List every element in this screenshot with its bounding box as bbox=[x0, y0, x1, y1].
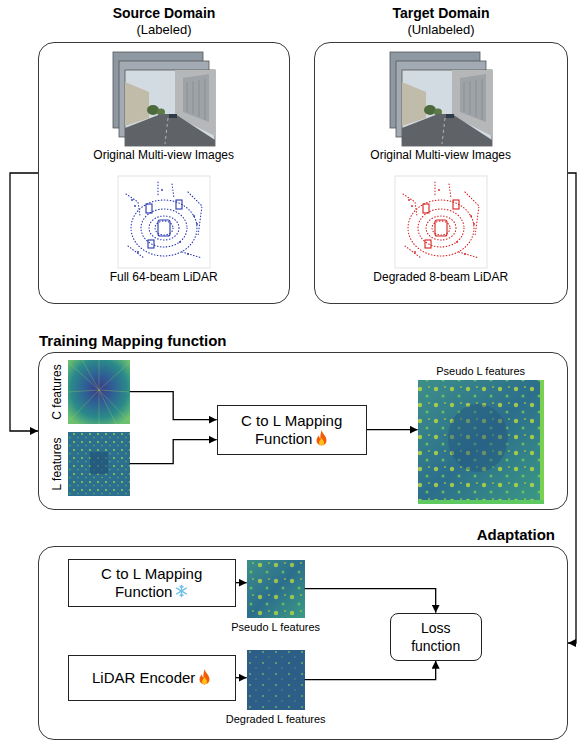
feature-map: Pseudo L features bbox=[247, 560, 305, 618]
caption-holder: Original Multi-view Images bbox=[370, 149, 511, 163]
mapping-box: C to L Mapping Function bbox=[68, 559, 236, 607]
image-stack: Original Multi-view Images bbox=[390, 52, 492, 146]
panel-heading: Training Mapping function bbox=[39, 332, 226, 350]
pseudo-feature-map bbox=[418, 380, 544, 504]
flow-arrow bbox=[236, 677, 247, 678]
encoder-box: LiDAR Encoder bbox=[68, 655, 236, 701]
box-content: LiDAR Encoder bbox=[92, 669, 211, 687]
image-caption: L features bbox=[50, 437, 64, 490]
flame-icon bbox=[315, 430, 328, 446]
domain-panel: Source Domain(Labeled)Original Multi-vie… bbox=[38, 42, 290, 304]
caption-holder: Degraded L features bbox=[226, 713, 326, 726]
image-caption: Degraded 8-beam LiDAR bbox=[373, 270, 508, 284]
mapping-box: C to L Mapping Function bbox=[217, 405, 367, 455]
image-caption: Pseudo L features bbox=[231, 621, 320, 633]
panel-subtitle: (Labeled) bbox=[39, 22, 289, 38]
box-content: C to L Mapping Function bbox=[226, 412, 358, 448]
loss-box: Loss function bbox=[390, 613, 482, 661]
feature-map: L features bbox=[68, 432, 130, 496]
caption-holder: Full 64-beam LiDAR bbox=[110, 271, 218, 285]
flow-arrow bbox=[305, 589, 436, 613]
flow-arrow bbox=[10, 173, 38, 431]
caption-holder: Degraded 8-beam LiDAR bbox=[373, 271, 508, 285]
box-label: LiDAR Encoder bbox=[92, 669, 195, 686]
lidar-feature-map bbox=[68, 432, 130, 496]
caption-holder: L features bbox=[51, 437, 65, 490]
panel-heading: Adaptation bbox=[477, 526, 555, 544]
image-caption: Pseudo L features bbox=[436, 365, 525, 377]
flow-arrow bbox=[305, 661, 436, 680]
box-label: C to L Mapping Function bbox=[241, 412, 342, 447]
caption-holder: C features bbox=[51, 364, 65, 419]
stage-panel: AdaptationC to L Mapping FunctionPseudo … bbox=[38, 546, 568, 740]
lidar-scan-full bbox=[118, 176, 210, 268]
camera-image-stack bbox=[390, 52, 492, 146]
panel-title: Source Domain bbox=[39, 5, 289, 22]
image-caption: Original Multi-view Images bbox=[93, 148, 234, 162]
feature-map: Pseudo L features bbox=[418, 380, 544, 504]
box-label: C to L Mapping Function bbox=[101, 565, 202, 600]
camera-image-stack bbox=[113, 52, 215, 146]
image-caption: C features bbox=[50, 364, 64, 419]
flow-arrow bbox=[367, 429, 418, 430]
panel-title: Training Mapping function bbox=[39, 332, 226, 350]
panel-heading: Source Domain(Labeled) bbox=[39, 5, 289, 38]
camera-feature-map bbox=[68, 360, 130, 424]
stage-panel: Training Mapping functionC featuresL fea… bbox=[38, 352, 568, 510]
degraded-feature-map bbox=[247, 650, 305, 710]
lidar-scan: Degraded 8-beam LiDAR bbox=[395, 176, 487, 268]
caption-holder: Original Multi-view Images bbox=[93, 149, 234, 163]
snow-icon bbox=[175, 583, 188, 599]
panel-subtitle: (Unlabeled) bbox=[315, 22, 567, 38]
image-caption: Original Multi-view Images bbox=[370, 148, 511, 162]
flow-arrow bbox=[130, 392, 217, 420]
caption-holder: Pseudo L features bbox=[231, 621, 320, 634]
pseudo-feature-map bbox=[247, 560, 305, 618]
box-content: C to L Mapping Function bbox=[77, 565, 227, 601]
panel-heading: Target Domain(Unlabeled) bbox=[315, 5, 567, 38]
box-label: Loss function bbox=[411, 620, 460, 654]
image-stack: Original Multi-view Images bbox=[113, 52, 215, 146]
flow-arrow bbox=[130, 440, 217, 464]
lidar-scan: Full 64-beam LiDAR bbox=[118, 176, 210, 268]
lidar-scan-degraded bbox=[395, 176, 487, 268]
flow-arrow bbox=[568, 173, 576, 643]
image-caption: Full 64-beam LiDAR bbox=[110, 270, 218, 284]
panel-title: Target Domain bbox=[315, 5, 567, 22]
caption-holder: Pseudo L features bbox=[436, 365, 525, 378]
box-content: Loss function bbox=[399, 619, 473, 655]
feature-map: C features bbox=[68, 360, 130, 424]
domain-panel: Target Domain(Unlabeled)Original Multi-v… bbox=[314, 42, 568, 304]
image-caption: Degraded L features bbox=[226, 713, 326, 725]
flame-icon bbox=[198, 669, 211, 685]
flow-arrow bbox=[236, 582, 247, 583]
panel-title: Adaptation bbox=[477, 526, 555, 544]
feature-map: Degraded L features bbox=[247, 650, 305, 710]
